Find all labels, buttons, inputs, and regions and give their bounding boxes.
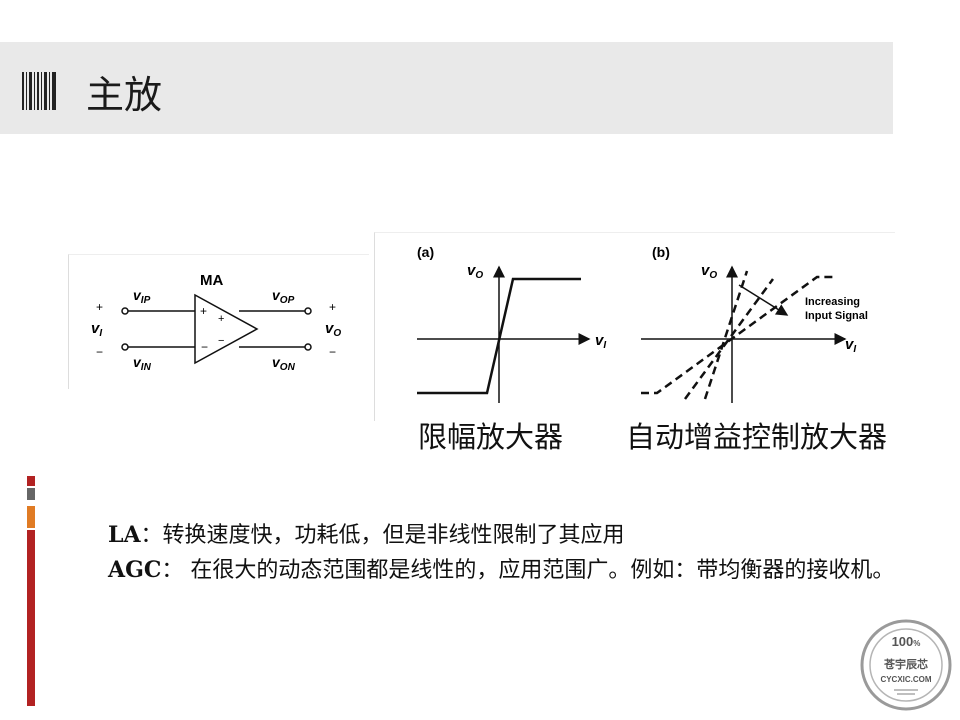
- side-bar-white-gap: [27, 500, 35, 506]
- a-limiter-curve: [417, 277, 581, 395]
- caption-limiting-amplifier: 限幅放大器: [418, 420, 564, 454]
- note-agc: AGC： 在很大的动态范围都是线性的，应用范围广。例如：带均衡器的接收机。: [108, 553, 908, 588]
- notes-block: LA：转换速度快，功耗低，但是非线性限制了其应用 AGC： 在很大的动态范围都是…: [108, 518, 908, 588]
- stamp-brand: 苍宇辰芯: [883, 657, 928, 671]
- input-terminal-top: [121, 307, 129, 315]
- label-vop: vOP: [272, 287, 295, 306]
- text-la: ：转换速度快，功耗低，但是非线性限制了其应用: [140, 523, 625, 548]
- main-amplifier-figure: MA + − + − vIP vIN vOP vON vI vO + − + −: [68, 254, 369, 389]
- vo-minus: −: [329, 345, 336, 359]
- transfer-curves-figure: (a) vO vI (b) vO vI Increasing Input Sig…: [374, 232, 895, 421]
- a-label-vo: vO: [467, 262, 483, 281]
- a-label-vi: vI: [595, 332, 606, 351]
- stamp-site: CYCXIC.COM: [880, 675, 931, 684]
- side-bar-red-main: [27, 530, 35, 706]
- b-label-vo: vO: [701, 262, 717, 281]
- side-bar-orange: [27, 506, 35, 528]
- label-vip: vIP: [133, 287, 151, 306]
- text-agc: ： 在很大的动态范围都是线性的，应用范围广。例如：带均衡器的接收机。: [161, 558, 895, 583]
- caption-agc-amplifier: 自动增益控制放大器: [626, 420, 888, 454]
- output-terminal-bottom: [304, 343, 312, 351]
- amp-out-plus: +: [218, 313, 224, 325]
- output-terminal-top: [304, 307, 312, 315]
- stamp-percent: 100%: [892, 634, 921, 649]
- side-bar-red-top: [27, 476, 35, 486]
- vo-plus: +: [329, 300, 336, 314]
- amplifier-triangle: [194, 293, 259, 365]
- label-von: vON: [272, 354, 296, 373]
- watermark-stamp: 100% 苍宇辰芯 CYCXIC.COM: [860, 619, 952, 711]
- term-la: LA: [108, 522, 141, 548]
- stamp-inner-ring: [869, 628, 943, 702]
- label-vo: vO: [325, 320, 341, 339]
- amp-out-minus: −: [218, 335, 224, 347]
- annotation-line2: Input Signal: [805, 310, 868, 322]
- b-line-shallow: [641, 275, 833, 395]
- note-la: LA：转换速度快，功耗低，但是非线性限制了其应用: [108, 518, 908, 553]
- amp-in-plus: +: [200, 304, 207, 318]
- input-terminal-bottom: [121, 343, 129, 351]
- b-label-vi: vI: [845, 336, 856, 355]
- term-agc: AGC: [108, 557, 162, 583]
- vi-plus: +: [96, 300, 103, 314]
- label-vi: vI: [91, 320, 102, 339]
- barcode-icon: [22, 72, 56, 110]
- page-title: 主放: [86, 73, 163, 117]
- label-vin: vIN: [133, 354, 152, 373]
- label-b: (b): [652, 244, 670, 260]
- increasing-arrow: [738, 284, 789, 316]
- b-line-mid: [683, 278, 775, 400]
- amp-label: MA: [200, 272, 223, 289]
- vi-minus: −: [96, 345, 103, 359]
- amp-in-minus: −: [201, 340, 208, 354]
- side-bar-gray: [27, 488, 35, 500]
- label-a: (a): [417, 244, 434, 260]
- title-band: 主放: [0, 42, 893, 134]
- annotation-line1: Increasing: [805, 296, 860, 308]
- stamp-outer-ring: [860, 619, 952, 711]
- b-line-steep: [703, 270, 749, 400]
